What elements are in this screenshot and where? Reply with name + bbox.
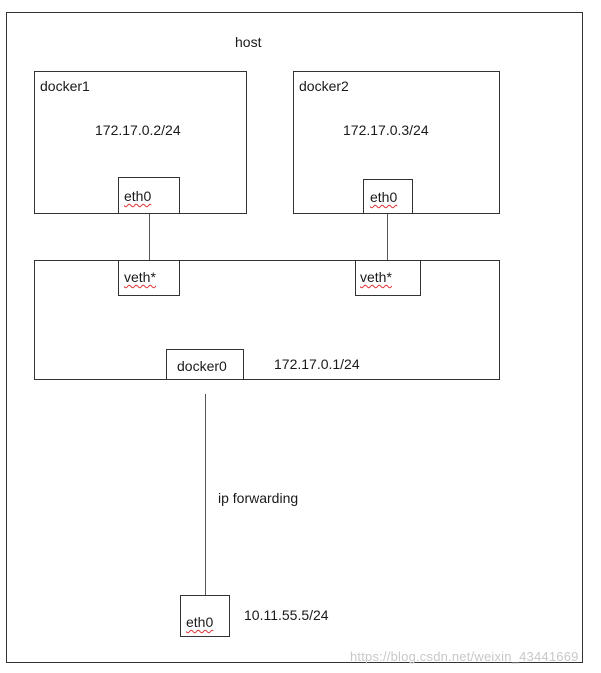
- veth-left-box: [118, 260, 180, 296]
- host-eth0-label: eth0: [186, 614, 214, 630]
- host-eth0-box: [180, 595, 230, 637]
- docker0-box: [166, 349, 244, 380]
- ip-forwarding-label: ip forwarding: [218, 490, 299, 506]
- host-label: host: [235, 34, 262, 50]
- docker2-name: docker2: [299, 78, 349, 94]
- docker1-veth-link: [149, 214, 150, 260]
- ip-forwarding-link: [205, 394, 206, 595]
- veth-left-label: veth*: [124, 269, 156, 285]
- docker1-eth0-label: eth0: [124, 188, 152, 204]
- docker2-ip: 172.17.0.3/24: [343, 122, 429, 138]
- docker2-veth-link: [387, 214, 388, 260]
- bridge-box: [34, 260, 500, 380]
- veth-right-label: veth*: [360, 269, 392, 285]
- docker1-name: docker1: [40, 78, 90, 94]
- docker0-label: docker0: [177, 358, 227, 374]
- docker2-eth0-label: eth0: [370, 189, 398, 205]
- host-nic-ip: 10.11.55.5/24: [244, 607, 329, 623]
- watermark: https://blog.csdn.net/weixin_43441669: [350, 649, 579, 664]
- docker1-ip: 172.17.0.2/24: [95, 122, 181, 138]
- docker2-eth0-box: [363, 179, 413, 214]
- docker1-eth0-box: [118, 177, 180, 214]
- bridge-ip: 172.17.0.1/24: [274, 356, 360, 372]
- veth-right-box: [355, 260, 421, 296]
